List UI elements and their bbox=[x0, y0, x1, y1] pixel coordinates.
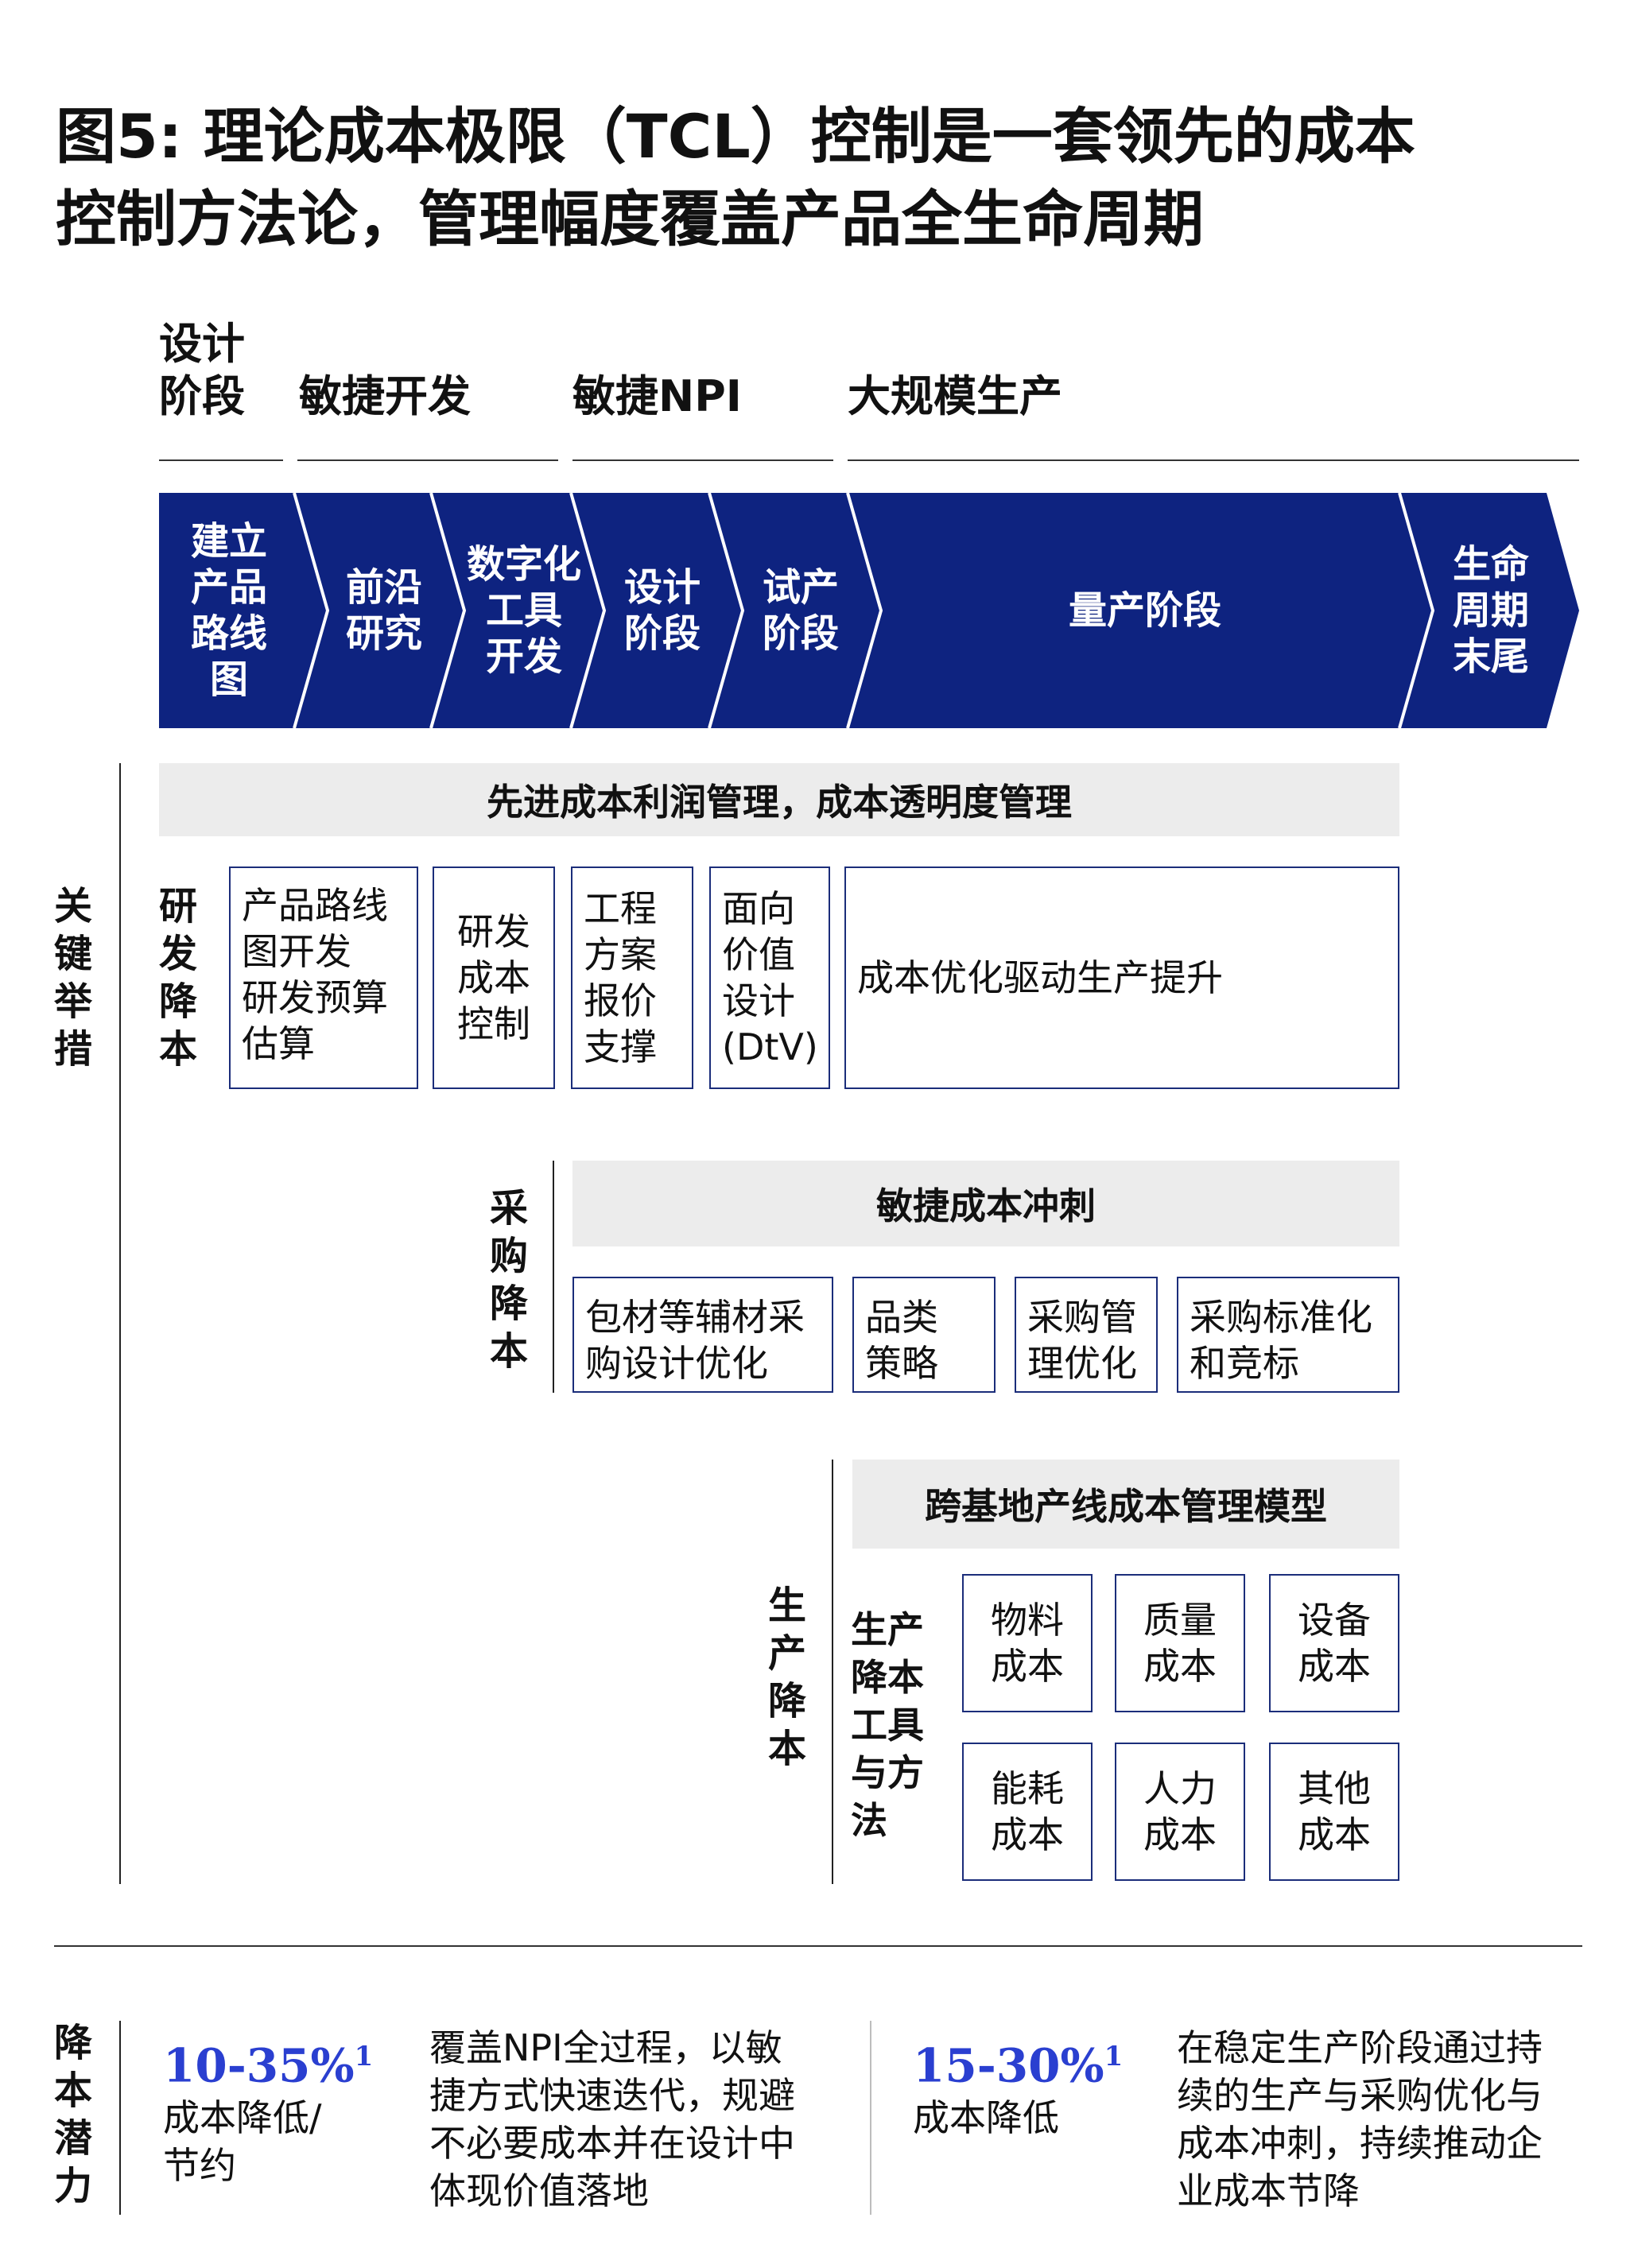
production-label: 生 产 降 本 bbox=[767, 1584, 806, 1771]
rd-bar: 先进成本利润管理，成本透明度管理 bbox=[159, 763, 1399, 836]
section-divider bbox=[54, 1945, 1582, 1947]
title-line-1: 图5: 理论成本极限（TCL）控制是一套领先的成本 bbox=[56, 101, 1415, 172]
prod-box-labor: 人力 成本 bbox=[1115, 1743, 1245, 1881]
banner-step-frontier-research: 前沿 研究 bbox=[345, 565, 422, 656]
title-line-2: 控制方法论，管理幅度覆盖产品全生命周期 bbox=[56, 184, 1204, 254]
chevron-divider bbox=[293, 493, 330, 728]
banner-step-mass-production: 量产阶段 bbox=[1068, 588, 1221, 633]
page-title: 图5: 理论成本极限（TCL）控制是一套领先的成本 控制方法论，管理幅度覆盖产品… bbox=[56, 95, 1598, 261]
phase-mass-production: 大规模生产 bbox=[848, 371, 1062, 421]
lifecycle-banner bbox=[159, 493, 1579, 728]
phase-underline bbox=[159, 459, 283, 461]
rd-box-dtv: 面向 价值 设计 (DtV) bbox=[709, 866, 830, 1089]
chevron-divider bbox=[569, 493, 607, 728]
proc-box-packaging: 包材等辅材采 购设计优化 bbox=[572, 1277, 833, 1393]
banner-step-digital-tools: 数字化 工具 开发 bbox=[466, 542, 581, 679]
chevron-divider bbox=[846, 493, 883, 728]
banner-arrow-tip bbox=[1547, 493, 1579, 728]
prod-box-quality: 质量 成本 bbox=[1115, 1574, 1245, 1712]
potential-right-description: 在稳定生产阶段通过持 续的生产与采购优化与 成本冲刺，持续推动企 业成本节降 bbox=[1177, 2026, 1543, 2212]
proc-box-standardization: 采购标准化 和竞标 bbox=[1177, 1277, 1399, 1393]
potential-right-subtitle: 成本降低 bbox=[913, 2096, 1059, 2139]
prod-box-material: 物料 成本 bbox=[962, 1574, 1093, 1712]
prod-box-equipment: 设备 成本 bbox=[1269, 1574, 1399, 1712]
phase-agile-dev: 敏捷开发 bbox=[299, 371, 471, 421]
banner-step-end-of-life: 生命 周期 末尾 bbox=[1452, 542, 1529, 679]
phase-design: 设计 阶段 bbox=[159, 319, 245, 421]
production-divider bbox=[832, 1460, 833, 1884]
banner-step-trial: 试产 阶段 bbox=[762, 565, 839, 656]
banner-step-design: 设计 阶段 bbox=[623, 565, 701, 656]
rd-box-roadmap-budget: 产品路线 图开发 研发预算 估算 bbox=[229, 866, 418, 1089]
chevron-divider bbox=[1398, 493, 1435, 728]
potential-label: 降 本 潜 力 bbox=[53, 2021, 92, 2208]
rd-box-cost-control: 研发 成本 控制 bbox=[433, 866, 555, 1089]
potential-left-description: 覆盖NPI全过程，以敏 捷方式快速迭代，规避 不必要成本并在设计中 体现价值落地 bbox=[429, 2026, 795, 2212]
rd-box-cost-optimization: 成本优化驱动生产提升 bbox=[844, 866, 1399, 1089]
potential-left-subtitle: 成本降低/ 节约 bbox=[163, 2096, 322, 2187]
potential-left-percent: 10-35%1 bbox=[163, 2038, 374, 2093]
chevron-divider bbox=[429, 493, 467, 728]
banner-step-roadmap: 建立 产品 路线 图 bbox=[190, 519, 267, 702]
procurement-label: 采 购 降 本 bbox=[489, 1186, 528, 1374]
procurement-bar: 敏捷成本冲刺 bbox=[572, 1161, 1399, 1246]
banner-background bbox=[159, 493, 1547, 728]
chevron-divider bbox=[708, 493, 745, 728]
rd-label: 研 发 降 本 bbox=[158, 884, 197, 1072]
phase-agile-npi: 敏捷NPI bbox=[572, 371, 742, 421]
key-measures-divider bbox=[119, 763, 121, 1884]
production-bar: 跨基地产线成本管理模型 bbox=[852, 1460, 1399, 1549]
prod-box-other: 其他 成本 bbox=[1269, 1743, 1399, 1881]
key-measures-label: 关 键 举 措 bbox=[53, 884, 92, 1072]
potential-divider bbox=[119, 2021, 121, 2215]
phase-underline bbox=[848, 459, 1579, 461]
production-tools-label: 生产 降本 工具 与方 法 bbox=[851, 1608, 924, 1842]
potential-right-percent: 15-30%1 bbox=[913, 2038, 1124, 2093]
proc-box-category: 品类 策略 bbox=[852, 1277, 996, 1393]
phase-underline bbox=[297, 459, 558, 461]
potential-middle-divider bbox=[870, 2021, 871, 2215]
procurement-divider bbox=[553, 1161, 554, 1393]
prod-box-energy: 能耗 成本 bbox=[962, 1743, 1093, 1881]
proc-box-management: 采购管 理优化 bbox=[1015, 1277, 1158, 1393]
rd-box-engineering-quote: 工程 方案 报价 支撑 bbox=[571, 866, 693, 1089]
phase-underline bbox=[572, 459, 833, 461]
